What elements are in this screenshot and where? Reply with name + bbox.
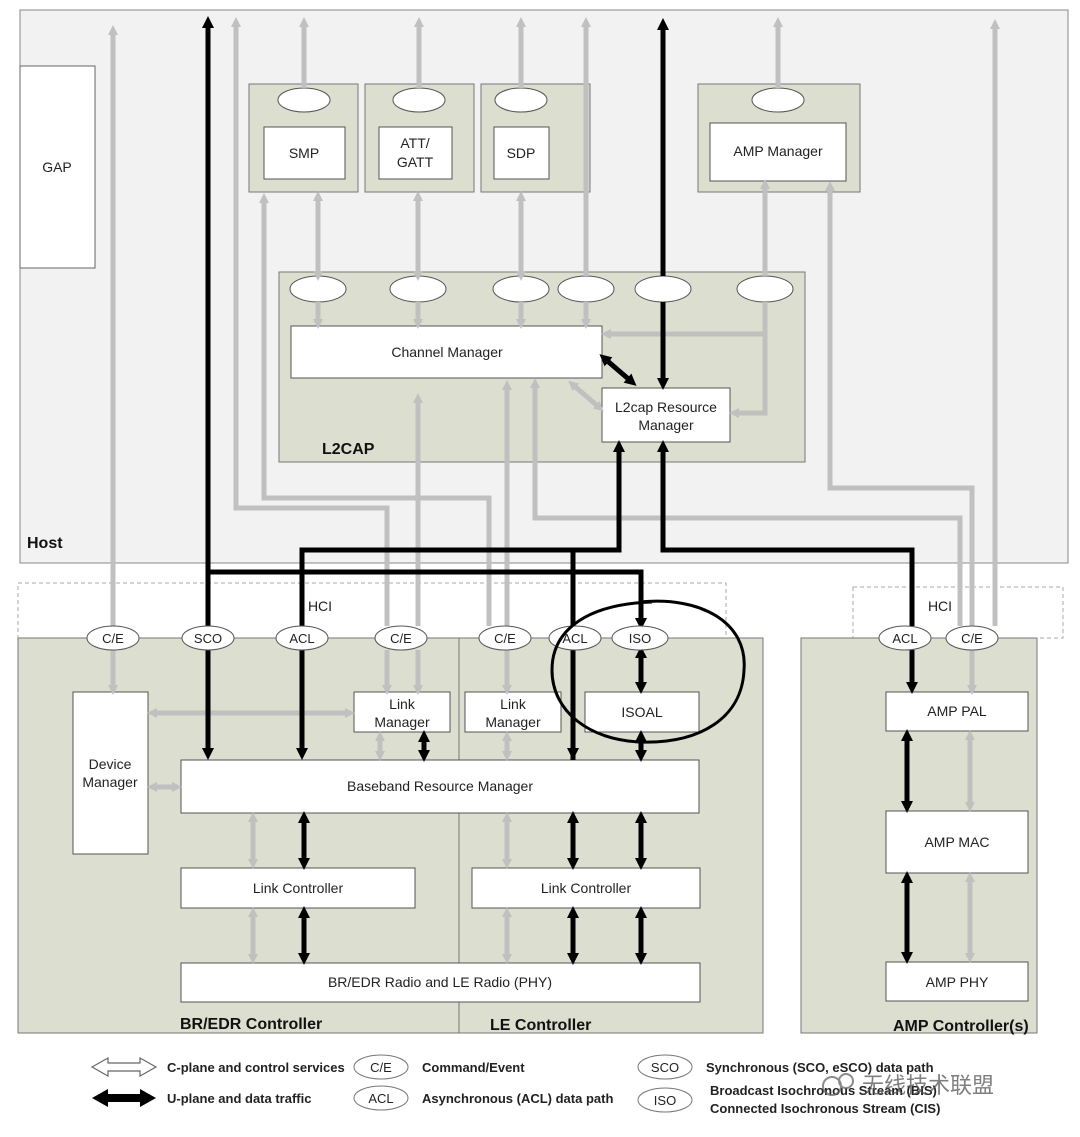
watermark: 无线技术联盟 <box>822 1073 994 1098</box>
legend: C-plane and control services U-plane and… <box>90 1054 940 1116</box>
device-manager-label-1: Device <box>89 756 132 772</box>
hci-port-ce-2-label: C/E <box>390 631 412 646</box>
bredr-controller-label: BR/EDR Controller <box>180 1016 322 1033</box>
gatt-label: GATT <box>397 154 434 170</box>
l2cap-port-1 <box>289 275 347 303</box>
isoal-box <box>584 691 700 733</box>
channel-manager-label: Channel Manager <box>391 344 503 360</box>
gap-box <box>19 65 96 269</box>
le-link-controller-box <box>471 867 701 909</box>
amp-controller-label: AMP Controller(s) <box>893 1018 1029 1035</box>
isoal-label: ISOAL <box>621 704 662 720</box>
hci-port-ce-2 <box>374 625 428 651</box>
sdp-label: SDP <box>507 145 536 161</box>
control-plane-arrows <box>108 17 1000 964</box>
baseband-resource-manager-label: Baseband Resource Manager <box>347 778 533 794</box>
hci-port-iso-label: ISO <box>629 631 651 646</box>
legend-iso-badge-label: ISO <box>654 1093 676 1108</box>
legend-acl-badge <box>353 1085 409 1111</box>
gap-label: GAP <box>42 159 72 175</box>
channel-manager-box <box>290 325 603 379</box>
legend-acl-badge-label: ACL <box>368 1091 393 1106</box>
l2cap-label: L2CAP <box>322 441 375 458</box>
amp-manager-box <box>709 122 847 182</box>
bredr-link-controller-box <box>180 867 416 909</box>
l2cap-port-4 <box>557 275 615 303</box>
sdp-port <box>494 87 548 113</box>
hci-port-sco <box>181 625 235 651</box>
legend-sco-badge-label: SCO <box>651 1060 679 1075</box>
hci-port-acl-2 <box>548 625 602 651</box>
l2cap-resource-manager-box <box>601 387 731 443</box>
data-plane-arrows <box>202 16 918 965</box>
l2cap-resource-manager-label-1: L2cap Resource <box>615 399 717 415</box>
amp-phy-box <box>885 961 1029 1002</box>
device-manager-box <box>72 691 149 855</box>
hci-right-label: HCI <box>928 598 952 614</box>
amp-pal-label: AMP PAL <box>927 703 987 719</box>
le-link-manager-box <box>464 691 562 733</box>
hci-port-amp-ce <box>945 625 999 651</box>
hci-port-ce-3-label: C/E <box>494 631 516 646</box>
l2cap-port-3 <box>492 275 550 303</box>
amp-phy-label: AMP PHY <box>926 974 989 990</box>
legend-uplane-arrow <box>92 1089 156 1107</box>
legend-acl-text: Asynchronous (ACL) data path <box>422 1091 613 1106</box>
l2cap-port-6 <box>736 275 794 303</box>
legend-ce-badge-label: C/E <box>370 1060 392 1075</box>
legend-iso-badge <box>637 1087 693 1113</box>
legend-cplane-arrow <box>90 1056 158 1078</box>
hci-port-acl-2-label: ACL <box>562 631 587 646</box>
hci-port-acl-1 <box>275 625 329 651</box>
legend-ce-text: Command/Event <box>422 1060 525 1075</box>
le-link-controller-label: Link Controller <box>541 880 632 896</box>
amp-manager-port <box>751 87 805 113</box>
amp-mac-label: AMP MAC <box>924 834 989 850</box>
watermark-chat-icon-small <box>838 1073 854 1089</box>
le-link-manager-label-1: Link <box>500 696 527 712</box>
host-label: Host <box>27 535 63 552</box>
hci-port-ce-3 <box>478 625 532 651</box>
hci-left-label: HCI <box>308 598 332 614</box>
le-link-manager-label-2: Manager <box>485 714 541 730</box>
hci-port-ce-1 <box>86 625 140 651</box>
hci-port-amp-acl <box>878 625 932 651</box>
isoal-highlight-circle <box>550 599 746 744</box>
l2cap-resource-manager-label-2: Manager <box>638 417 694 433</box>
bredr-link-manager-label-1: Link <box>389 696 416 712</box>
hci-port-amp-acl-label: ACL <box>892 631 917 646</box>
legend-uplane-text: U-plane and data traffic <box>167 1091 311 1106</box>
legend-sco-badge <box>637 1054 693 1080</box>
smp-box <box>263 126 346 180</box>
hci-port-sco-label: SCO <box>194 631 222 646</box>
device-manager-label-2: Manager <box>82 774 138 790</box>
amp-pal-box <box>885 691 1029 732</box>
att-port <box>392 87 446 113</box>
bredr-link-controller-label: Link Controller <box>253 880 344 896</box>
att-label: ATT/ <box>400 135 429 151</box>
le-controller-label: LE Controller <box>490 1017 591 1034</box>
legend-ce-badge <box>353 1054 409 1080</box>
amp-mac-box <box>885 810 1029 874</box>
amp-manager-label: AMP Manager <box>733 143 823 159</box>
legend-iso-text-2: Connected Isochronous Stream (CIS) <box>710 1101 940 1116</box>
hci-port-iso <box>611 625 669 651</box>
radio-phy-box <box>180 962 701 1003</box>
legend-sco-text: Synchronous (SCO, eSCO) data path <box>706 1060 934 1075</box>
smp-label: SMP <box>289 145 319 161</box>
sdp-box <box>493 126 550 180</box>
hci-port-acl-1-label: ACL <box>289 631 314 646</box>
l2cap-port-2 <box>389 275 447 303</box>
radio-phy-label: BR/EDR Radio and LE Radio (PHY) <box>328 974 552 990</box>
bredr-link-manager-label-2: Manager <box>374 714 430 730</box>
watermark-text: 无线技术联盟 <box>862 1073 994 1098</box>
legend-cplane-text: C-plane and control services <box>167 1060 345 1075</box>
hci-ports: C/E SCO ACL C/E C/E ACL ISO ACL C/E <box>86 625 999 651</box>
att-gatt-box <box>378 126 453 180</box>
l2cap-port-5 <box>634 275 692 303</box>
hci-port-ce-1-label: C/E <box>102 631 124 646</box>
smp-port <box>277 87 331 113</box>
hci-port-amp-ce-label: C/E <box>961 631 983 646</box>
